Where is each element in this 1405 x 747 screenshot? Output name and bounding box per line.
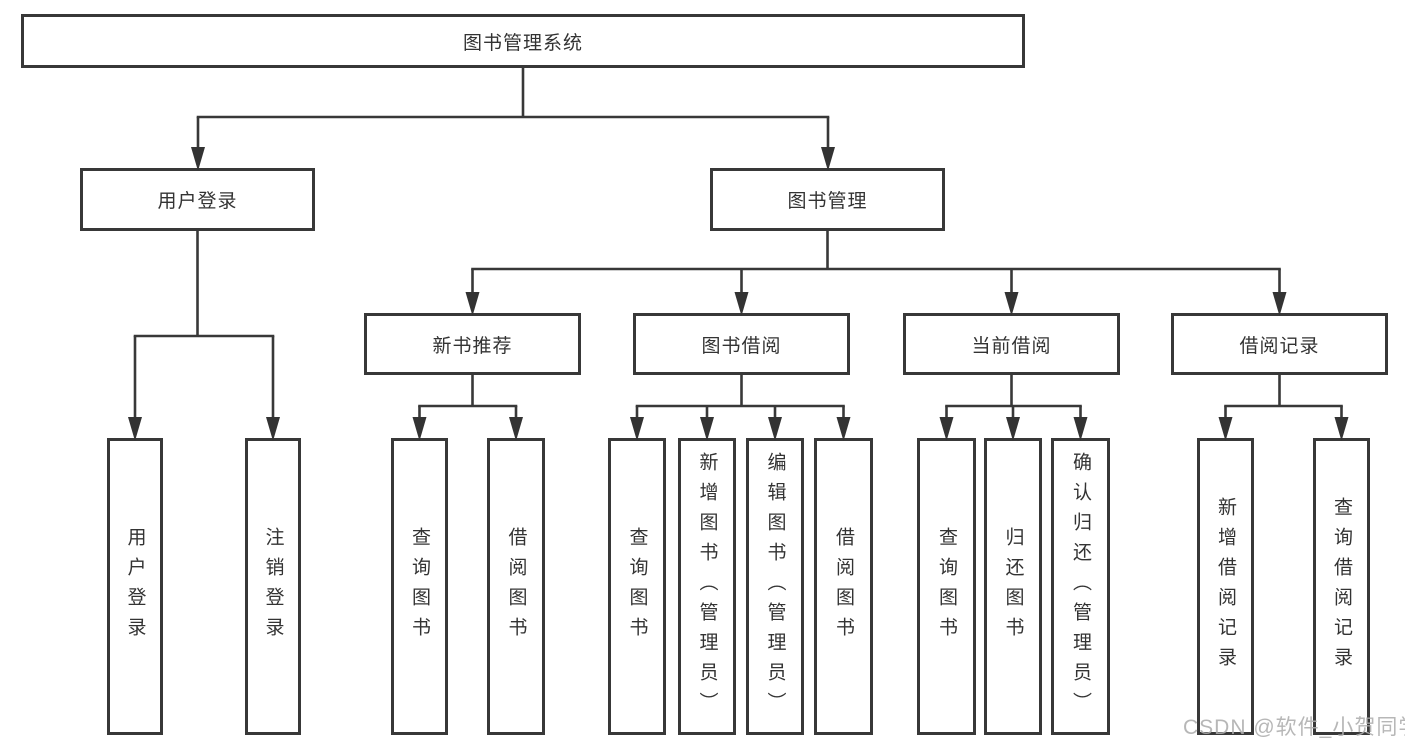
leaf-add-books-admin: 新增图书（管理员） bbox=[678, 438, 736, 735]
leaf-query-books-1-label: 查询图书 bbox=[409, 526, 430, 647]
leaf-query-books-3: 查询图书 bbox=[917, 438, 976, 735]
leaf-borrow-books-1: 借阅图书 bbox=[487, 438, 545, 735]
leaf-user-login: 用户登录 bbox=[107, 438, 163, 735]
csdn-watermark: CSDN @软件_小贺同学 bbox=[1183, 716, 1405, 739]
node-current-borrow: 当前借阅 bbox=[903, 313, 1120, 375]
node-book-management: 图书管理 bbox=[710, 168, 945, 231]
node-borrow-records: 借阅记录 bbox=[1171, 313, 1388, 375]
leaf-borrow-books-1-label: 借阅图书 bbox=[505, 526, 527, 647]
leaf-return-books-label: 归还图书 bbox=[1002, 526, 1024, 647]
leaf-query-borrow-record: 查询借阅记录 bbox=[1313, 438, 1370, 735]
leaf-query-books-2: 查询图书 bbox=[608, 438, 666, 735]
leaf-user-login-label: 用户登录 bbox=[124, 526, 146, 647]
leaf-add-books-admin-label: 新增图书（管理员） bbox=[696, 451, 718, 722]
leaf-logout: 注销登录 bbox=[245, 438, 301, 735]
leaf-add-borrow-record-label: 新增借阅记录 bbox=[1215, 496, 1236, 677]
leaf-return-books: 归还图书 bbox=[984, 438, 1042, 735]
node-new-book-recommend: 新书推荐 bbox=[364, 313, 581, 375]
leaf-logout-label: 注销登录 bbox=[262, 526, 284, 647]
node-book-borrow: 图书借阅 bbox=[633, 313, 850, 375]
leaf-edit-books-admin: 编辑图书（管理员） bbox=[746, 438, 804, 735]
leaf-add-borrow-record: 新增借阅记录 bbox=[1197, 438, 1254, 735]
leaf-borrow-books-2: 借阅图书 bbox=[814, 438, 873, 735]
leaf-confirm-return-admin: 确认归还（管理员） bbox=[1051, 438, 1110, 735]
node-root-library-system: 图书管理系统 bbox=[21, 14, 1025, 68]
node-user-login: 用户登录 bbox=[80, 168, 315, 231]
leaf-borrow-books-2-label: 借阅图书 bbox=[833, 526, 854, 647]
leaf-query-books-3-label: 查询图书 bbox=[936, 526, 957, 647]
leaf-query-books-2-label: 查询图书 bbox=[626, 526, 648, 647]
leaf-confirm-return-admin-label: 确认归还（管理员） bbox=[1070, 451, 1091, 722]
leaf-query-books-1: 查询图书 bbox=[391, 438, 448, 735]
leaf-query-borrow-record-label: 查询借阅记录 bbox=[1331, 496, 1352, 677]
leaf-edit-books-admin-label: 编辑图书（管理员） bbox=[764, 451, 786, 722]
